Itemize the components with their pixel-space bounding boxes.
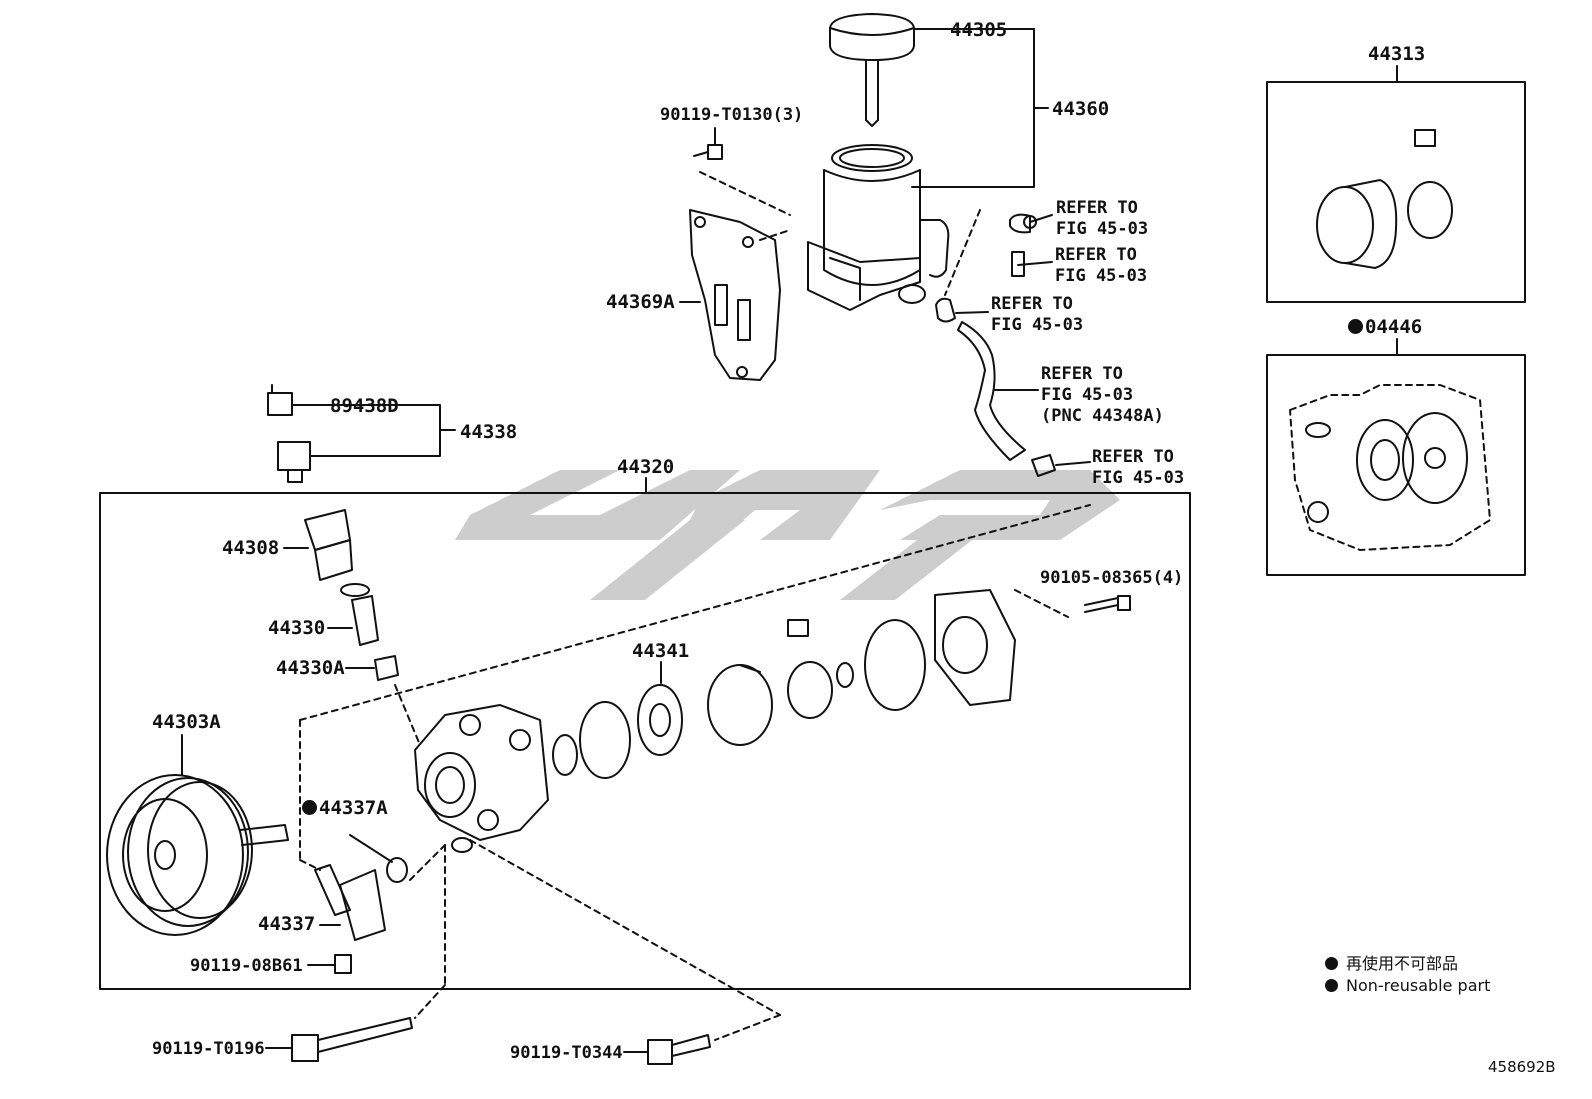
reference-fig-45-03-e[interactable]: REFER TO FIG 45-03 xyxy=(1092,447,1185,488)
label-44337[interactable]: 44337 xyxy=(258,913,316,935)
label-04446[interactable]: 04446 xyxy=(1348,317,1422,337)
label-44330a[interactable]: 44330A xyxy=(276,657,345,679)
box-cover-kit xyxy=(1266,81,1526,303)
label-44360[interactable]: 44360 xyxy=(1052,98,1110,120)
reference-fig-45-03-d[interactable]: REFER TO FIG 45-03 (PNC 44348A) xyxy=(1041,364,1164,426)
dashed-assembly-lines xyxy=(299,504,1091,1041)
label-89438d[interactable]: 89438D xyxy=(330,395,399,417)
union-fitting xyxy=(314,857,408,974)
label-44320[interactable]: 44320 xyxy=(617,456,675,478)
legend-dot xyxy=(1325,979,1338,992)
reference-fig-45-03-a[interactable]: REFER TO FIG 45-03 xyxy=(1056,198,1149,239)
cover-kit-parts xyxy=(1316,129,1453,269)
watermark-logo xyxy=(455,470,1120,600)
pump-housing xyxy=(414,704,549,853)
label-44303a[interactable]: 44303A xyxy=(152,711,221,733)
legend-item-japanese: 再使用不可部品 xyxy=(1325,950,1458,974)
reference-fig-45-03-c[interactable]: REFER TO FIG 45-03 xyxy=(991,294,1084,335)
figure-code: 458692B xyxy=(1488,1058,1556,1076)
reservoir-tank xyxy=(807,144,950,311)
hose-clamps xyxy=(935,213,1056,477)
pressure-switch xyxy=(267,384,311,483)
non-reusable-marker xyxy=(1348,319,1363,334)
flow-valve-parts xyxy=(304,509,399,681)
pulley xyxy=(106,774,289,936)
label-90105-08365[interactable]: 90105-08365(4) xyxy=(1040,568,1184,588)
gasket-kit-parts xyxy=(1289,384,1491,551)
non-reusable-marker xyxy=(302,800,317,815)
label-44338[interactable]: 44338 xyxy=(460,421,518,443)
bolt-t0130 xyxy=(693,144,723,160)
box-gasket-kit xyxy=(1266,354,1526,576)
label-44313[interactable]: 44313 xyxy=(1368,43,1426,65)
label-44369a[interactable]: 44369A xyxy=(606,291,675,313)
bolt-t0344 xyxy=(647,1034,711,1065)
label-44330[interactable]: 44330 xyxy=(268,617,326,639)
reference-fig-45-03-b[interactable]: REFER TO FIG 45-03 xyxy=(1055,245,1148,286)
legend-dot xyxy=(1325,957,1338,970)
label-90119-t0344[interactable]: 90119-T0344 xyxy=(510,1043,623,1063)
label-44308[interactable]: 44308 xyxy=(222,537,280,559)
pump-internal-parts xyxy=(552,589,1016,779)
label-44337a[interactable]: 44337A xyxy=(302,798,388,818)
label-44341[interactable]: 44341 xyxy=(632,640,690,662)
bolt-08365 xyxy=(1084,595,1131,613)
bolt-t0196 xyxy=(291,1017,413,1062)
bracket xyxy=(689,209,781,381)
label-90119-08b61[interactable]: 90119-08B61 xyxy=(190,956,303,976)
label-90119-t0196[interactable]: 90119-T0196 xyxy=(152,1039,265,1059)
legend-item-english: Non-reusable part xyxy=(1325,976,1490,995)
label-44305[interactable]: 44305 xyxy=(950,19,1008,41)
reservoir-cap xyxy=(829,13,1035,127)
label-90119-t0130[interactable]: 90119-T0130(3) xyxy=(660,105,804,125)
